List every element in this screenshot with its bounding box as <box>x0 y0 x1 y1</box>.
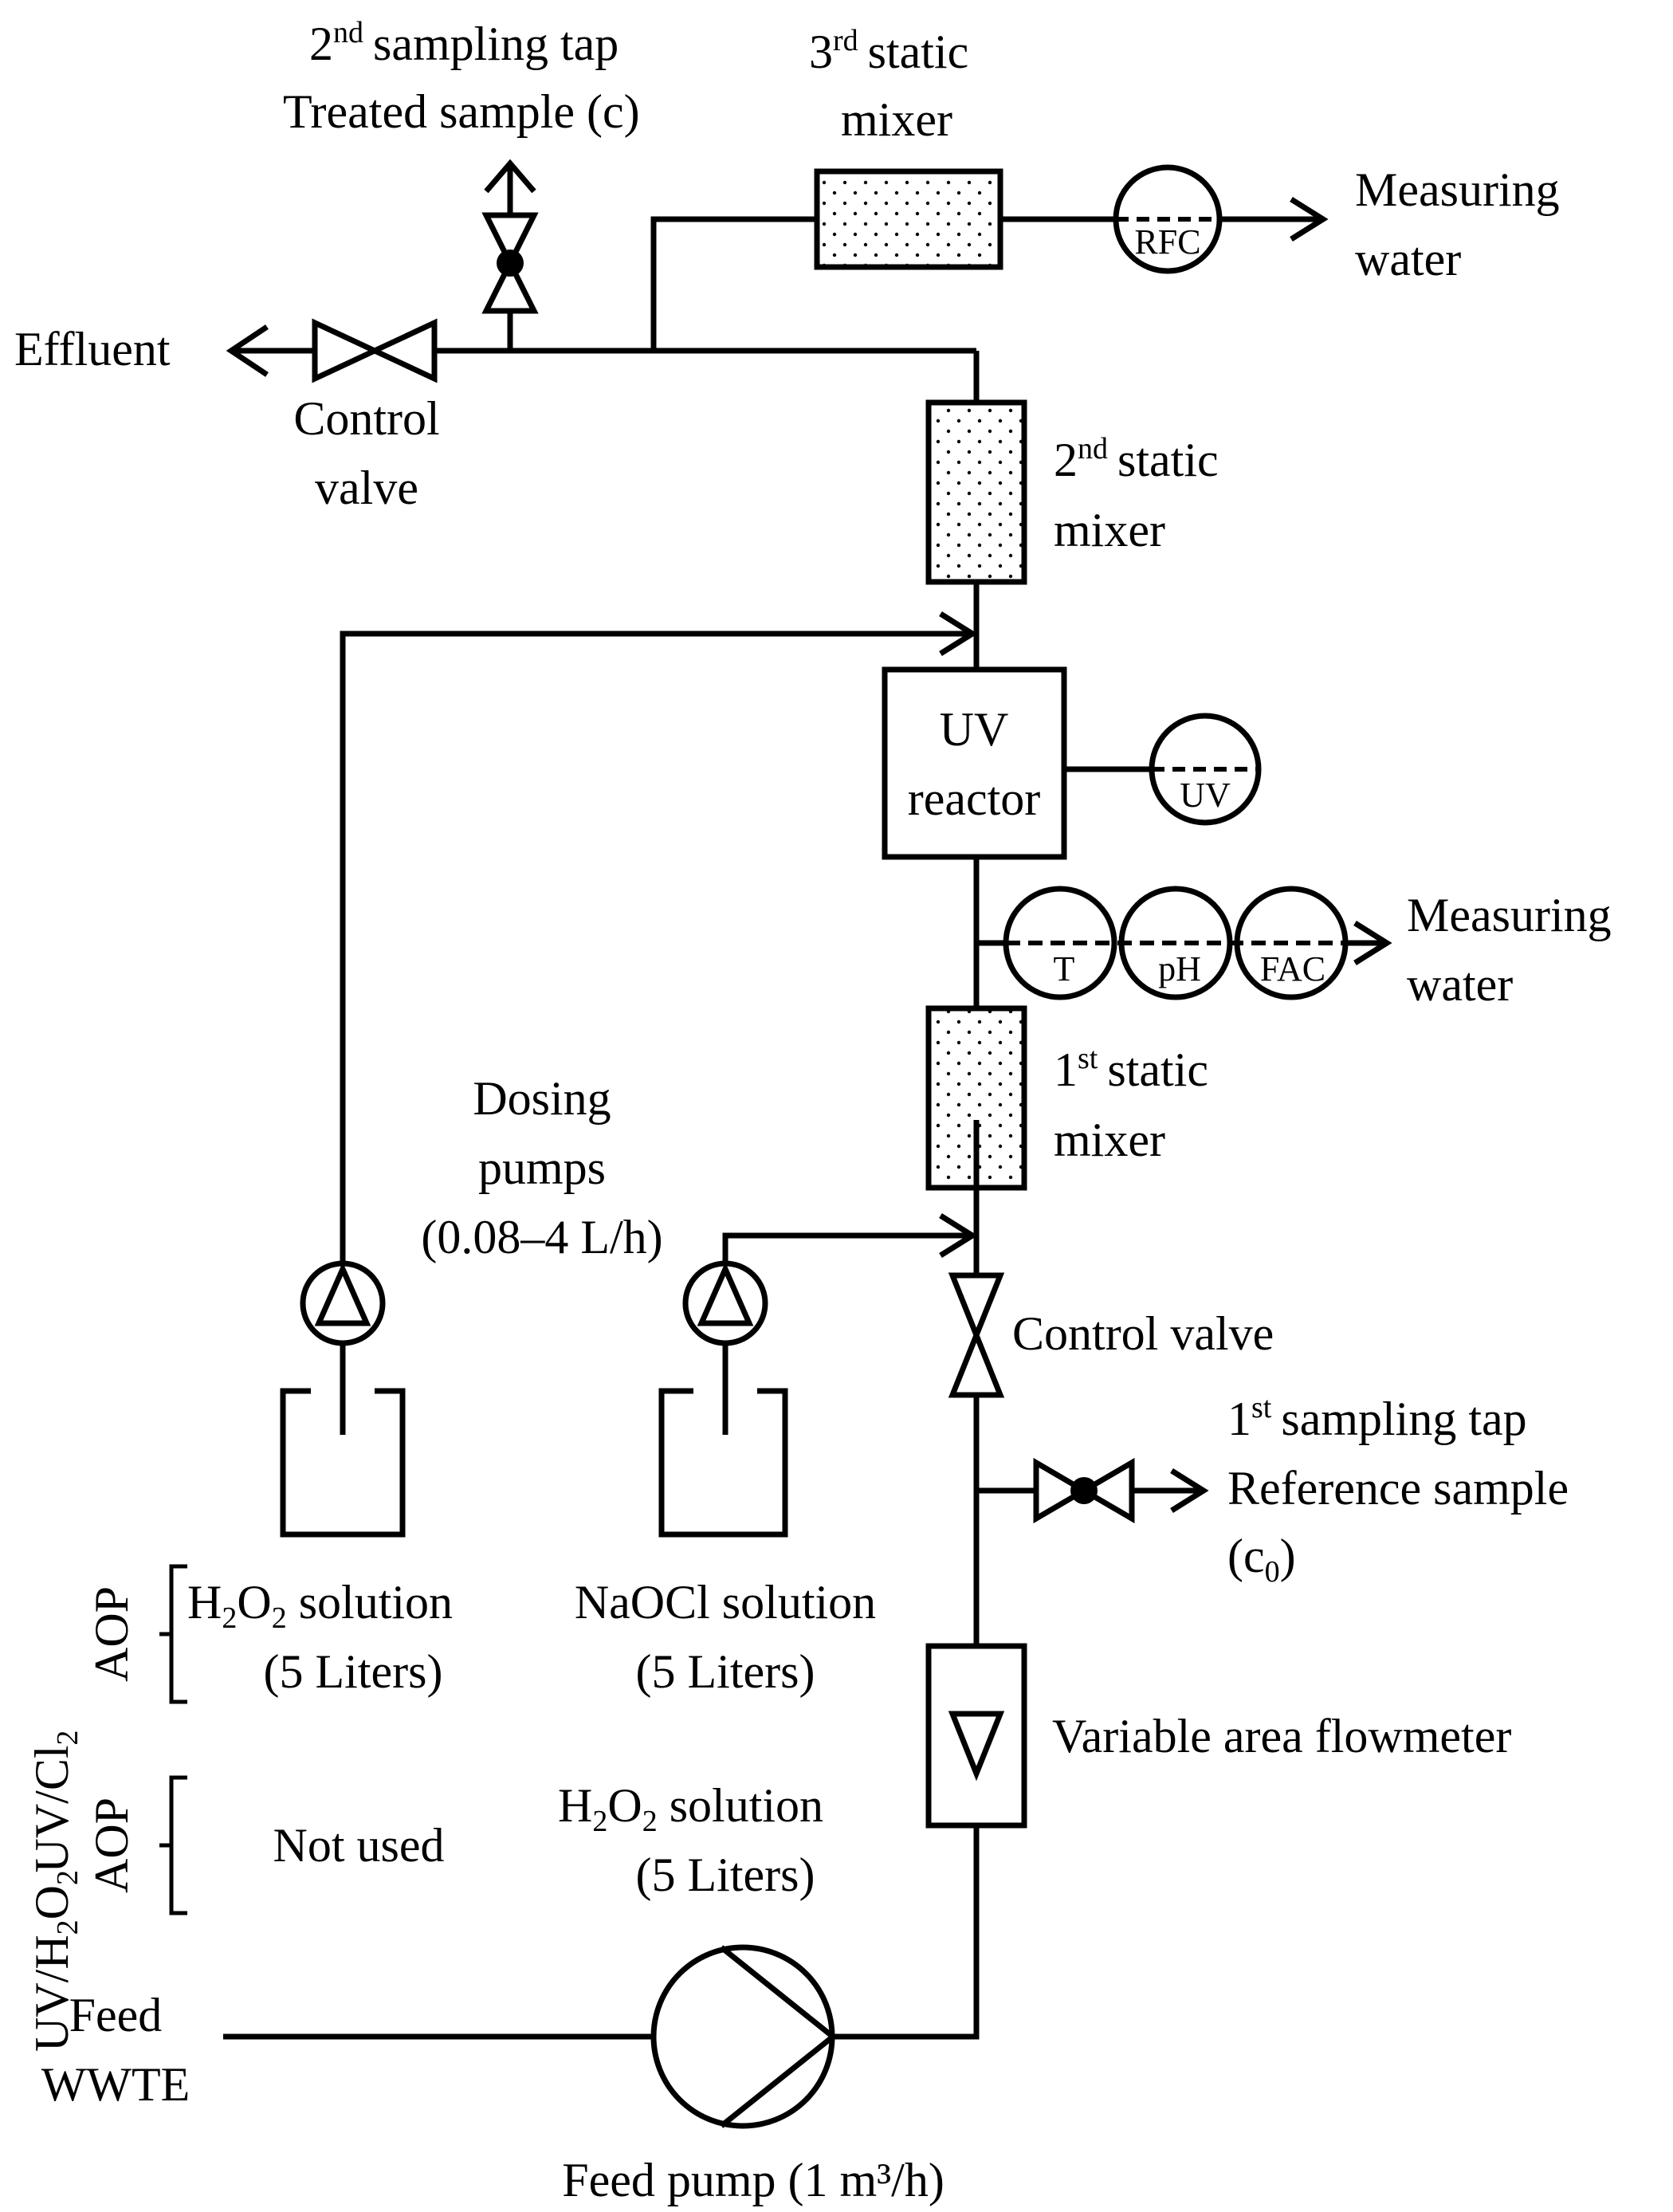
uv-sensor-label: UV <box>1180 776 1231 815</box>
mixer3-label-2: mixer <box>841 93 952 146</box>
mixer1-label-2: mixer <box>1054 1114 1165 1166</box>
feed-label-2: WWTE <box>41 2058 190 2111</box>
h2o2-solution-a-volume: (5 Liters) <box>264 1645 443 1698</box>
static-mixer-1 <box>925 1005 1027 1191</box>
dosing-arrow-naocl <box>939 1213 978 1258</box>
not-used-label: Not used <box>273 1819 445 1872</box>
naocl-solution-volume: (5 Liters) <box>636 1645 815 1698</box>
dosing-arrow-h2o2 <box>939 611 978 656</box>
bracket-uvh2o2 <box>169 1775 187 1915</box>
mixer2-label-2: mixer <box>1054 504 1165 556</box>
measuring-water-top-arrow <box>1290 197 1329 242</box>
sensor-fac-label: FAC <box>1260 949 1325 988</box>
flowmeter-label: Variable area flowmeter <box>1052 1710 1511 1762</box>
uv-reactor-label-1: UV <box>940 703 1009 756</box>
sensor-chain <box>976 886 1392 1000</box>
measuring-water-mid-2: water <box>1407 958 1513 1011</box>
h2o2-solution-a-label: H2O2 solution <box>187 1576 453 1635</box>
effluent-label: Effluent <box>14 323 171 375</box>
control-valve-top-label-2: valve <box>315 462 418 514</box>
tap2-sublabel: Treated sample (c) <box>283 85 640 138</box>
effluent-arrow <box>226 324 269 377</box>
control-valve-top <box>312 318 438 383</box>
aop-uvh2o2-label-2: AOP <box>85 1797 138 1893</box>
bracket-uvcl2 <box>169 1564 187 1704</box>
aop-uvh2o2-label-1: UV/H2O2 <box>26 1870 84 2052</box>
branch-to-mixer3 <box>650 216 817 351</box>
control-valve-middle <box>948 1272 1005 1398</box>
uv-reactor <box>882 666 1067 860</box>
sensor-t-label: T <box>1054 949 1075 988</box>
dosing-line-h2o2 <box>340 631 968 1267</box>
h2o2-solution-b-label: H2O2 solution <box>558 1779 823 1838</box>
dosing-pump-2 <box>682 1260 768 1435</box>
aop-uvcl2-label-2: AOP <box>85 1586 138 1682</box>
measuring-water-mid-1: Measuring <box>1407 889 1612 941</box>
tap1-sublabel-1: Reference sample <box>1227 1462 1569 1515</box>
uv-sensor <box>1064 713 1262 826</box>
measuring-water-top-1: Measuring <box>1355 163 1560 216</box>
feed-pump-label: Feed pump (1 m³/h) <box>562 2154 944 2206</box>
dosing-pumps-label-2: pumps <box>478 1141 606 1194</box>
sensor-ph-label: pH <box>1158 949 1201 988</box>
sampling-tap-1 <box>976 1457 1209 1524</box>
static-mixer-2 <box>925 399 1027 585</box>
h2o2-solution-b-volume: (5 Liters) <box>636 1849 815 1901</box>
rfc-label: RFC <box>1134 222 1200 261</box>
static-mixer-3 <box>814 168 1003 270</box>
dosing-pumps-label-1: Dosing <box>473 1072 611 1125</box>
measuring-water-top-2: water <box>1355 233 1461 285</box>
tank-2 <box>658 1388 788 1538</box>
control-valve-mid-label: Control valve <box>1012 1307 1274 1360</box>
feed-pump <box>650 1944 835 2129</box>
dosing-pump-1 <box>300 1260 386 1435</box>
tank-1 <box>280 1388 406 1538</box>
rfc-sensor <box>1113 164 1223 274</box>
uv-reactor-label-2: reactor <box>908 772 1041 825</box>
dosing-line-naocl <box>722 1232 968 1267</box>
aop-uvcl2-label-1: UV/Cl2 <box>26 1730 84 1872</box>
control-valve-top-label-1: Control <box>293 392 439 445</box>
sampling-tap-2 <box>481 159 539 351</box>
feed-label-1: Feed <box>69 1989 163 2041</box>
tap1-sublabel-2: (c0) <box>1227 1530 1296 1589</box>
naocl-solution-label: NaOCl solution <box>575 1576 876 1629</box>
dosing-pumps-label-3: (0.08–4 L/h) <box>421 1211 662 1263</box>
variable-area-flowmeter <box>925 1643 1027 1829</box>
main-pipe <box>833 1825 980 2040</box>
